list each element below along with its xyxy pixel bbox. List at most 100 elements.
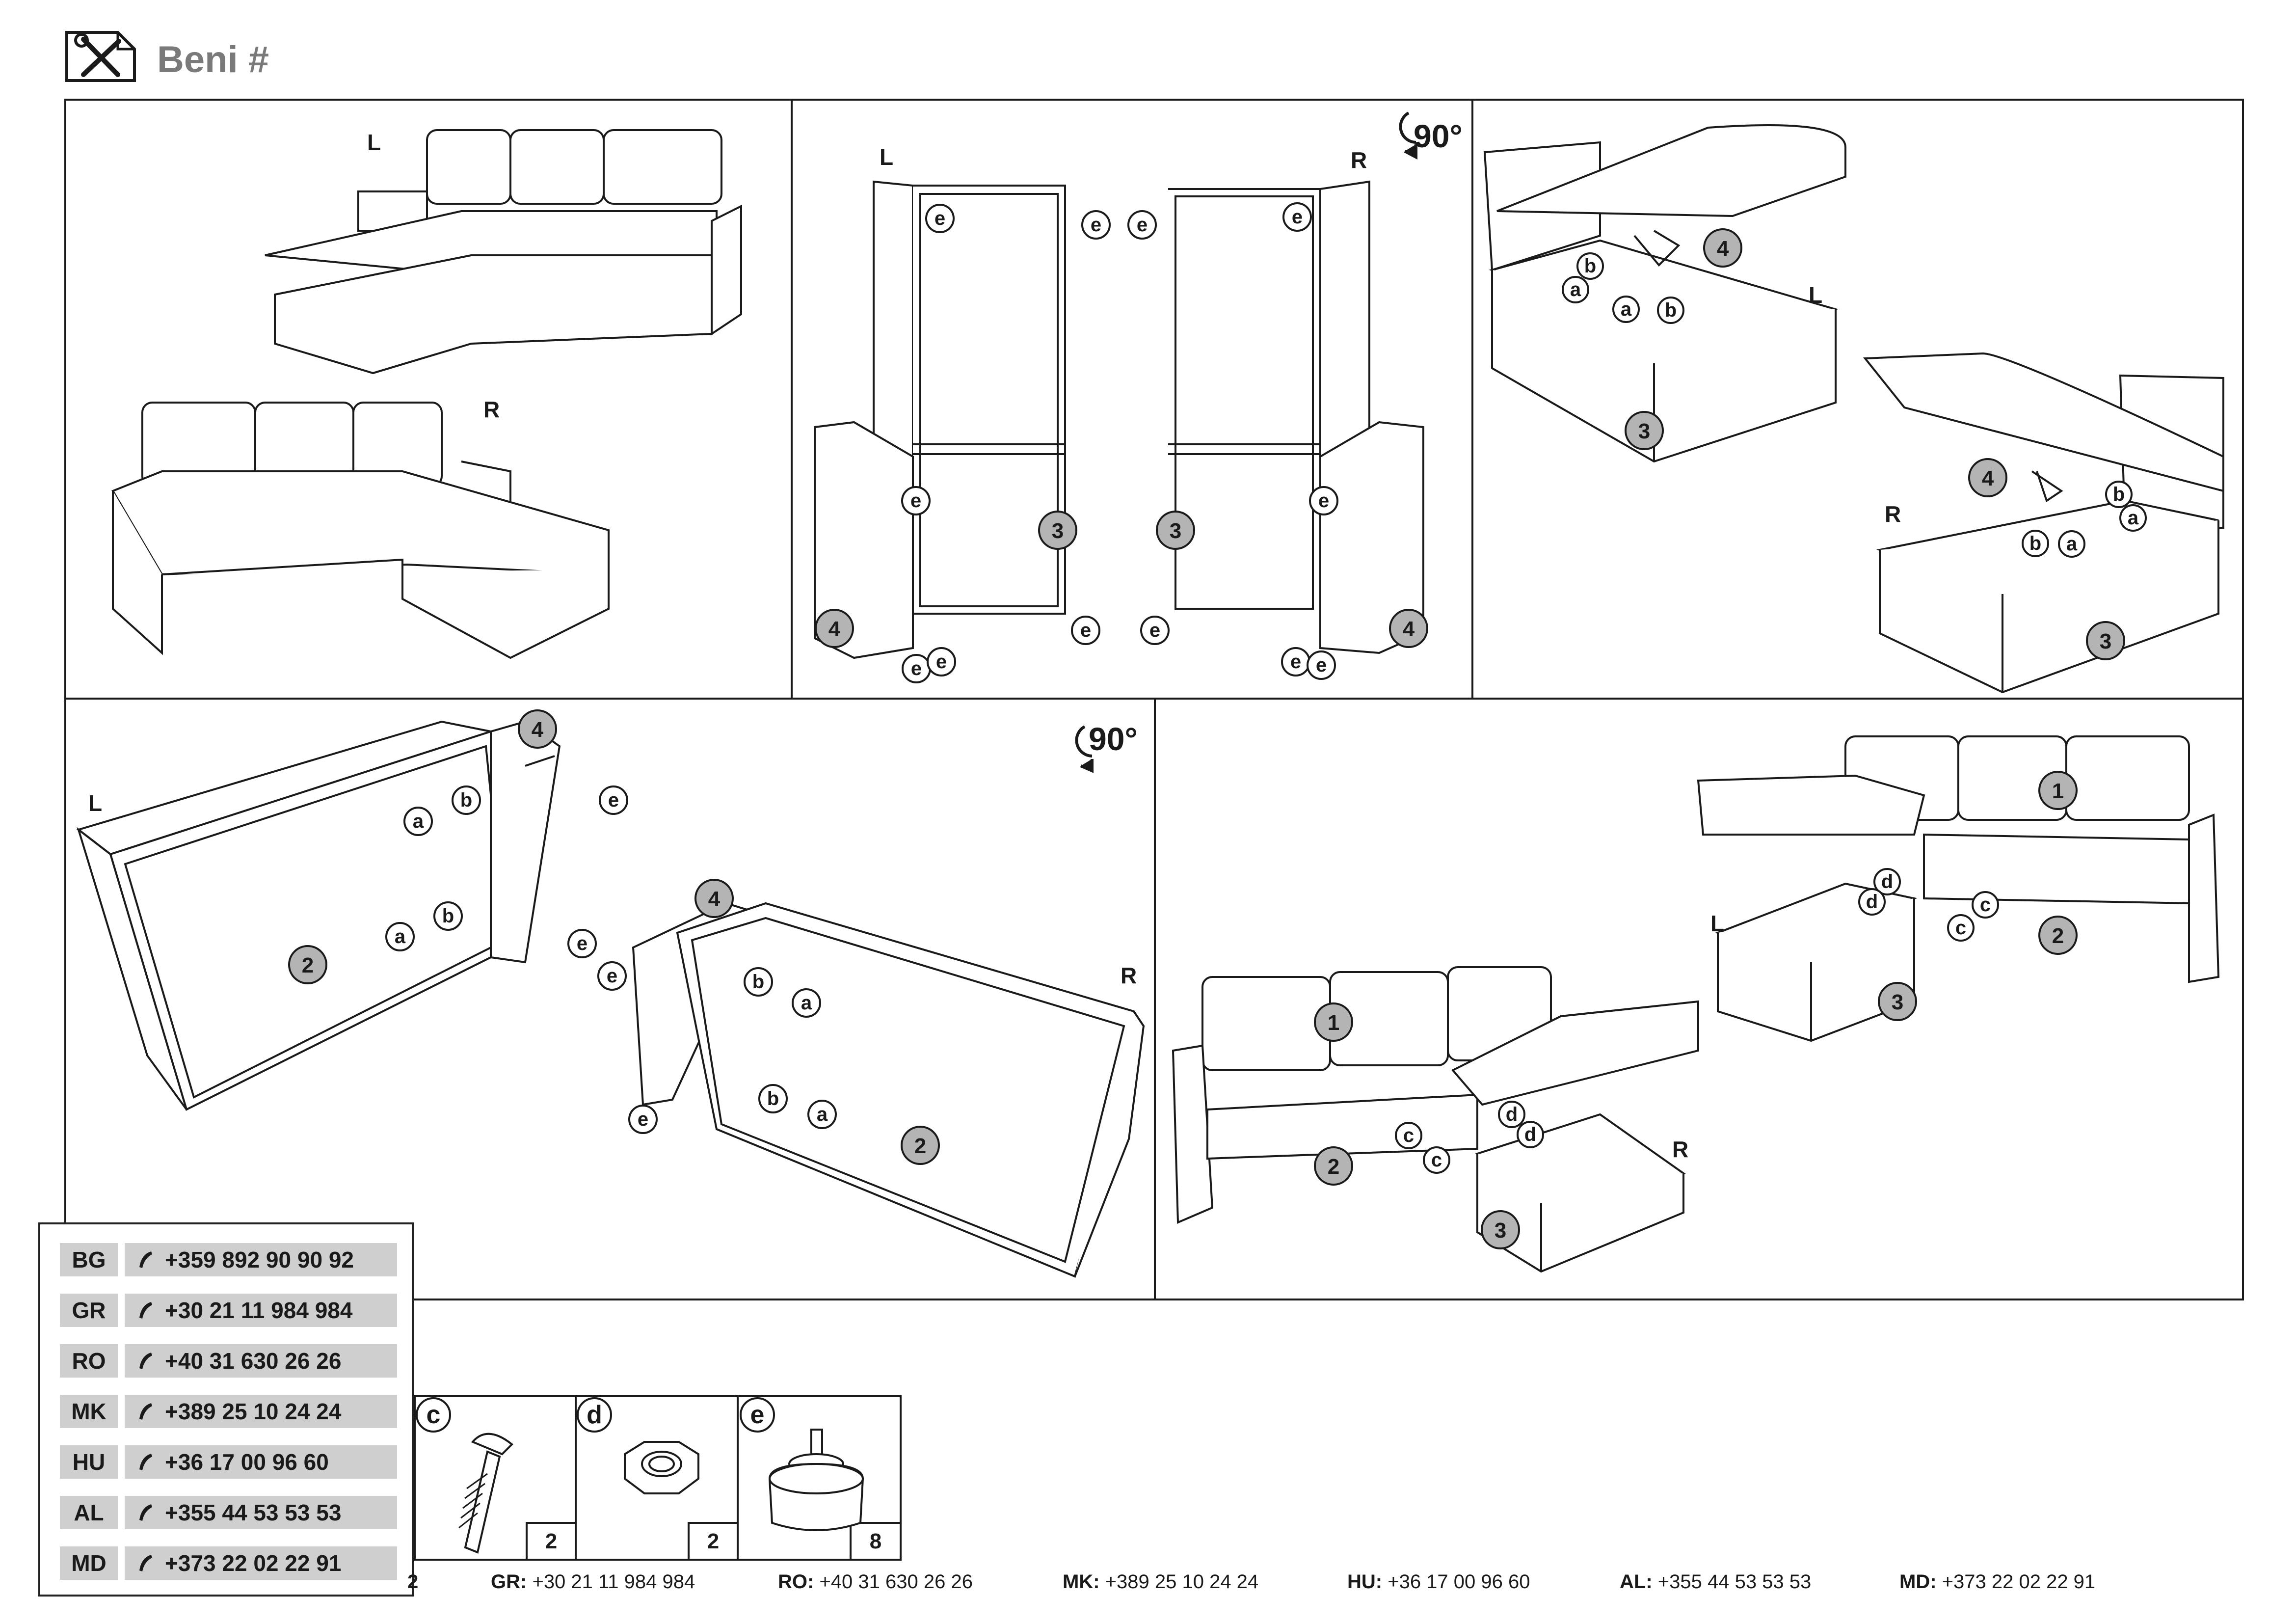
phone-icon [139,1454,152,1470]
phone-cell: +359 892 90 90 92 [125,1243,397,1276]
country-code: MD [60,1546,118,1580]
svg-text:e: e [577,933,587,954]
contact-row: AL +355 44 53 53 53 [60,1496,397,1529]
hardware-qty-c: 2 [545,1529,557,1553]
svg-text:4: 4 [708,887,721,911]
phone-number: +36 17 00 96 60 [165,1449,329,1475]
footer-item: GR: +30 21 11 984 984 [491,1571,695,1593]
panel-side-panels [76,720,1145,1278]
svg-text:a: a [413,811,424,832]
svg-text:e: e [1318,490,1329,512]
svg-text:e: e [638,1109,648,1130]
label-r: R [483,397,500,422]
svg-text:a: a [801,992,812,1014]
carriage-bolt-icon [458,1433,513,1554]
footer-item: MK: +389 25 10 24 24 [1063,1571,1259,1593]
label-r: R [1351,147,1367,173]
svg-text:2: 2 [1328,1155,1339,1179]
svg-text:2: 2 [302,953,314,977]
phone-number: +355 44 53 53 53 [165,1500,342,1525]
svg-text:b: b [460,789,472,811]
svg-text:d: d [1506,1104,1518,1125]
svg-text:a: a [2128,507,2139,529]
svg-text:4: 4 [1717,237,1729,261]
hex-nut-icon [624,1441,699,1494]
svg-text:d: d [1866,891,1878,913]
svg-text:a: a [1621,298,1632,320]
svg-text:b: b [442,905,454,927]
part-badges [288,228,2125,1249]
hardware-qty-d: 2 [707,1529,719,1553]
footer-contacts: 2 GR: +30 21 11 984 984 RO: +40 31 630 2… [0,1571,2296,1600]
svg-text:4: 4 [828,617,841,641]
svg-text:a: a [395,926,406,947]
phone-cell: +389 25 10 24 24 [125,1395,397,1428]
phone-cell: +36 17 00 96 60 [125,1445,397,1479]
phone-number: +40 31 630 26 26 [165,1348,342,1374]
hardware-letter-d: d [587,1401,602,1429]
contact-row: MD +373 22 02 22 91 [60,1546,397,1580]
svg-text:a: a [1570,279,1581,300]
country-code: MK [60,1395,118,1428]
svg-text:3: 3 [1170,519,1181,543]
phone-icon [139,1403,152,1420]
phone-cell: +355 44 53 53 53 [125,1496,397,1529]
country-code: RO [60,1344,118,1378]
hardware-table: c d e 2 2 8 [414,1395,902,1561]
contact-row: HU +36 17 00 96 60 [60,1445,397,1479]
svg-text:e: e [911,658,922,679]
svg-text:c: c [1403,1125,1414,1146]
svg-text:1: 1 [2052,779,2064,803]
country-code: HU [60,1445,118,1479]
panel-frames-with-feet [814,180,1424,659]
label-l: L [88,790,102,816]
svg-text:d: d [1524,1124,1536,1145]
svg-text:c: c [1980,894,1991,916]
svg-text:c: c [1431,1149,1442,1171]
hardware-markers [385,202,2147,1174]
rotation-indicator-top [1399,111,1417,160]
contacts-table: BG +359 892 90 90 92 GR +30 21 11 984 98… [38,1222,414,1597]
label-l: L [880,144,893,170]
footer-item: HU: +36 17 00 96 60 [1347,1571,1530,1593]
svg-text:3: 3 [1495,1218,1506,1243]
svg-text:e: e [910,490,921,512]
phone-cell: +40 31 630 26 26 [125,1344,397,1378]
phone-icon [139,1504,152,1521]
svg-text:e: e [934,208,945,229]
phone-cell: +373 22 02 22 91 [125,1546,397,1580]
svg-text:b: b [767,1088,779,1110]
svg-text:e: e [1080,620,1091,641]
label-r: R [1672,1137,1688,1162]
svg-text:e: e [1292,206,1303,228]
svg-text:3: 3 [1052,519,1064,543]
phone-icon [139,1302,152,1319]
furniture-foot-icon [768,1429,864,1531]
label-r: R [1121,963,1137,988]
svg-text:3: 3 [1892,990,1903,1014]
svg-text:e: e [1137,214,1148,236]
phone-icon [139,1251,152,1268]
rotation-label: 90° [1414,118,1463,154]
phone-number: +30 21 11 984 984 [165,1298,353,1323]
phone-number: +373 22 02 22 91 [165,1550,342,1576]
svg-text:e: e [607,965,617,987]
footer-item: AL: +355 44 53 53 53 [1620,1571,1812,1593]
country-code: BG [60,1243,118,1276]
svg-text:e: e [1290,651,1301,673]
phone-icon [139,1555,152,1571]
label-l: L [367,130,381,155]
country-code: AL [60,1496,118,1529]
hardware-letter-e: e [750,1401,765,1429]
svg-text:1: 1 [1328,1011,1339,1035]
phone-icon [139,1353,152,1369]
label-l: L [1809,282,1822,308]
contact-row: MK +389 25 10 24 24 [60,1395,397,1428]
footer-item: MD: +373 22 02 22 91 [1899,1571,2096,1593]
svg-text:b: b [752,971,764,993]
hardware-qty-e: 8 [870,1529,881,1553]
panel-final-assembly [1172,735,2220,1273]
footer-fragment: 2 [407,1571,419,1593]
svg-text:4: 4 [1982,466,1994,490]
svg-text:e: e [1091,214,1101,236]
